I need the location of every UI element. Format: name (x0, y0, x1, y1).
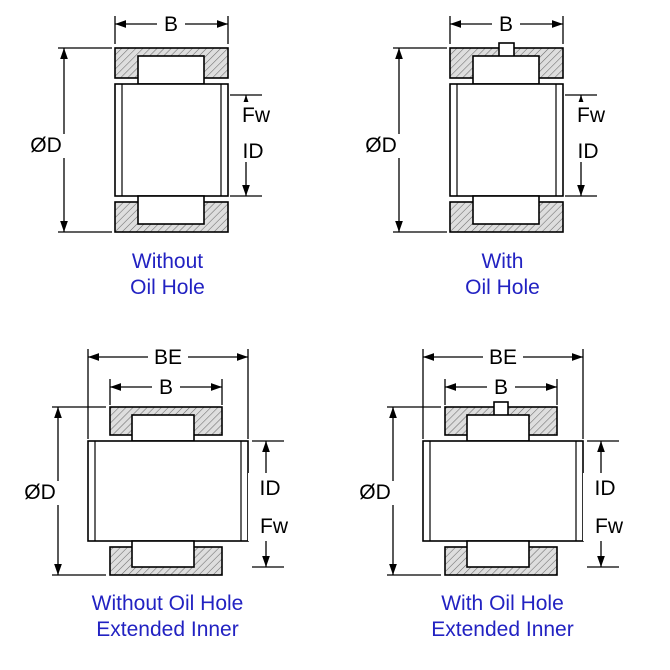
bearing-section (422, 401, 584, 576)
dim-label-fw: Fw (595, 515, 624, 538)
diagram-without-oil-hole: B ØD (0, 0, 335, 335)
diagram-with-oil-hole-extended: BE B ØD (335, 335, 670, 670)
dim-label-fw: Fw (260, 515, 289, 538)
roller-top (472, 55, 540, 85)
dim-label-b: B (499, 13, 513, 36)
caption-line-2: Oil Hole (465, 276, 540, 299)
dimension-ID-Fw: ID Fw (248, 440, 300, 568)
inner-ring-extended (87, 440, 249, 542)
inner-ring-extended (422, 440, 584, 542)
caption-without-oil-hole-extended: Without Oil Hole Extended Inner (92, 591, 244, 643)
dimension-B: B (109, 376, 223, 405)
caption-with-oil-hole: With Oil Hole (465, 249, 540, 301)
dimension-ID-Fw: ID Fw (583, 440, 635, 568)
dimension-OD: ØD (353, 406, 441, 576)
roller-bottom (137, 195, 205, 225)
dimension-BE: BE (87, 346, 249, 439)
dim-label-id: ID (595, 477, 616, 500)
dim-label-b: B (164, 13, 178, 36)
caption-without-oil-hole: Without Oil Hole (130, 249, 205, 301)
roller-bottom (131, 540, 195, 568)
dim-label-b: B (159, 376, 173, 399)
dimension-B: B (444, 376, 558, 405)
bearing-drawing: BE B ØD (353, 346, 635, 576)
diagram-with-oil-hole: B ØD (335, 0, 670, 335)
caption-line-2: Extended Inner (96, 618, 239, 641)
dimension-OD: ØD (24, 47, 112, 233)
dim-label-fw: Fw (577, 104, 606, 127)
inner-ring (114, 83, 229, 197)
dim-label-od: ØD (365, 134, 397, 157)
caption-line-1: With Oil Hole (441, 592, 564, 615)
roller-bottom (472, 195, 540, 225)
caption-line-2: Oil Hole (130, 276, 205, 299)
dim-label-fw: Fw (242, 104, 271, 127)
dimension-B: B (449, 12, 564, 44)
diagram-without-oil-hole-extended: BE B ØD (0, 335, 335, 670)
dimension-BE: BE (422, 346, 584, 439)
bearing-section (87, 406, 249, 576)
dim-label-od: ØD (30, 134, 62, 157)
bearing-drawing: BE B ØD (18, 346, 300, 576)
dimension-Fw-ID: Fw ID (565, 94, 615, 197)
roller-top (137, 55, 205, 85)
dim-label-id: ID (243, 140, 264, 163)
dimension-OD: ØD (359, 47, 447, 233)
dim-label-od: ØD (24, 481, 56, 504)
roller-top (466, 414, 530, 442)
bearing-section (114, 47, 229, 233)
roller-top (131, 414, 195, 442)
caption-line-1: Without (131, 250, 204, 273)
caption-line-1: With (481, 250, 524, 273)
bearing-drawing: B ØD (24, 12, 280, 233)
dim-label-b: B (494, 376, 508, 399)
dim-label-id: ID (260, 477, 281, 500)
caption-with-oil-hole-extended: With Oil Hole Extended Inner (431, 591, 573, 643)
dimension-Fw-ID: Fw ID (230, 94, 280, 197)
dimension-B: B (114, 12, 229, 44)
dim-label-od: ØD (359, 481, 391, 504)
inner-ring (449, 83, 564, 197)
roller-bottom (466, 540, 530, 568)
caption-line-1: Without Oil Hole (91, 592, 244, 615)
bearing-drawing: B ØD (359, 12, 615, 233)
dim-label-id: ID (578, 140, 599, 163)
dim-label-be: BE (489, 346, 517, 369)
caption-line-2: Extended Inner (431, 618, 574, 641)
bearing-section (449, 42, 564, 233)
dim-label-be: BE (154, 346, 182, 369)
dimension-OD: ØD (18, 406, 106, 576)
